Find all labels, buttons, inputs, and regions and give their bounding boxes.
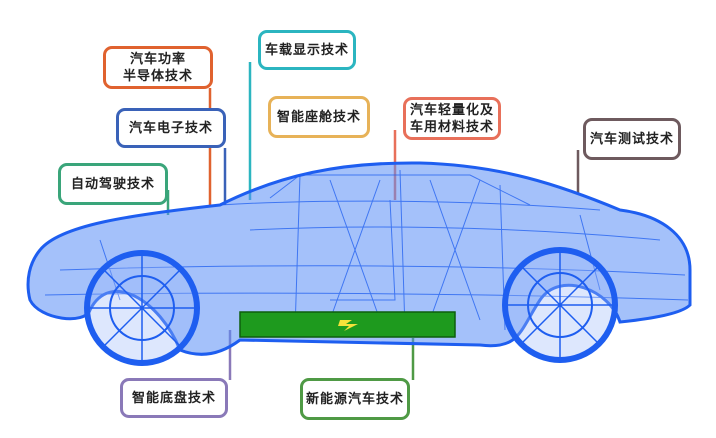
lightning-bolt-icon xyxy=(338,320,358,331)
battery-pack xyxy=(239,311,456,338)
wheels xyxy=(84,247,618,366)
label-smart-cockpit: 智能座舱技术 xyxy=(268,96,370,138)
label-text: 新能源汽车技术 xyxy=(305,391,404,407)
label-in-vehicle-display: 车载显示技术 xyxy=(258,30,356,70)
label-text: 汽车测试技术 xyxy=(589,131,674,147)
car-wire-mesh xyxy=(44,169,689,331)
label-text: 汽车电子技术 xyxy=(128,120,213,136)
label-text-line2: 车用材料技术 xyxy=(409,119,494,135)
label-smart-chassis: 智能底盘技术 xyxy=(120,378,228,418)
label-text-line1: 汽车轻量化及 xyxy=(409,102,494,118)
car-body xyxy=(26,161,692,356)
label-new-energy-vehicle: 新能源汽车技术 xyxy=(300,378,410,420)
label-lightweight-materials: 汽车轻量化及车用材料技术 xyxy=(403,97,501,140)
label-text: 智能座舱技术 xyxy=(276,109,361,125)
label-automotive-testing: 汽车测试技术 xyxy=(583,118,681,160)
label-text: 自动驾驶技术 xyxy=(70,176,155,192)
label-autonomous-driving: 自动驾驶技术 xyxy=(58,163,168,205)
label-automotive-electronics: 汽车电子技术 xyxy=(116,108,226,148)
label-text: 智能底盘技术 xyxy=(131,390,216,406)
label-text: 车载显示技术 xyxy=(264,42,349,58)
label-text-line2: 半导体技术 xyxy=(122,68,193,84)
label-text-line1: 汽车功率 xyxy=(129,51,186,67)
label-power-semiconductor: 汽车功率半导体技术 xyxy=(103,46,213,89)
